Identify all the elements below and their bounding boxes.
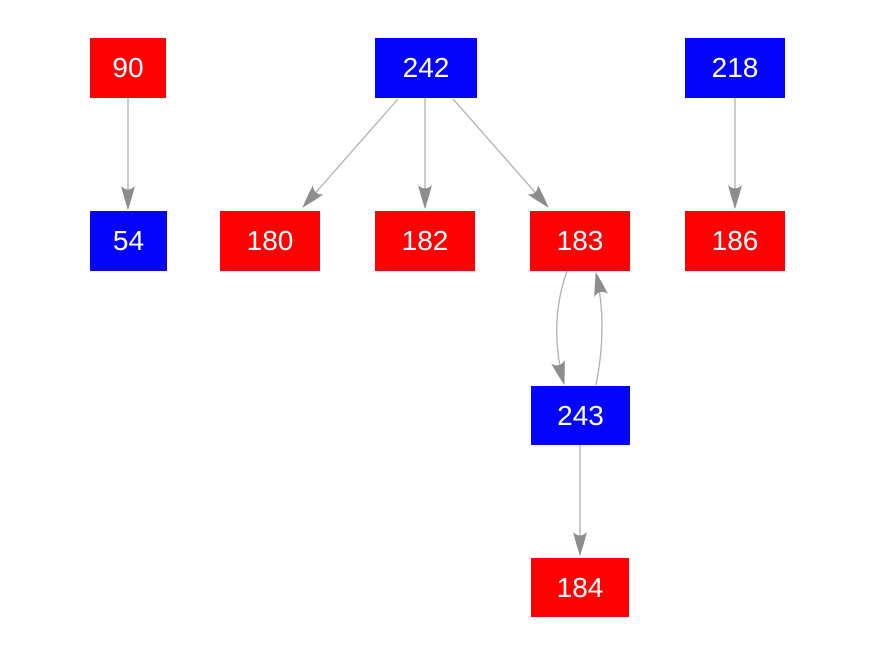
graph-node-186: 186: [685, 211, 785, 271]
node-label: 184: [556, 571, 604, 603]
edge-group: [121, 98, 742, 556]
node-label: 186: [711, 225, 759, 256]
node-label: 242: [402, 52, 450, 83]
edge-183-243: [551, 270, 568, 385]
edge-243-183: [594, 272, 608, 386]
node-label: 243: [557, 399, 604, 431]
node-label: 54: [112, 225, 145, 256]
edge-242-183: [452, 98, 549, 208]
edge-242-180: [302, 98, 399, 208]
graph-node-90: 90: [90, 38, 166, 98]
graph-node-183: 183: [530, 211, 630, 271]
node-label: 183: [556, 225, 604, 256]
node-label: 90: [112, 52, 144, 83]
graph-node-218: 218: [685, 38, 785, 98]
graph-node-184: 184: [531, 558, 629, 617]
node-label: 218: [711, 52, 759, 83]
node-label: 180: [246, 225, 294, 256]
graph-node-242: 242: [375, 38, 477, 98]
graph-node-243: 243: [531, 386, 630, 445]
graph-node-182: 182: [375, 211, 475, 271]
node-label: 182: [401, 225, 449, 256]
graph-node-180: 180: [220, 211, 320, 271]
graph-node-54: 54: [90, 211, 167, 271]
